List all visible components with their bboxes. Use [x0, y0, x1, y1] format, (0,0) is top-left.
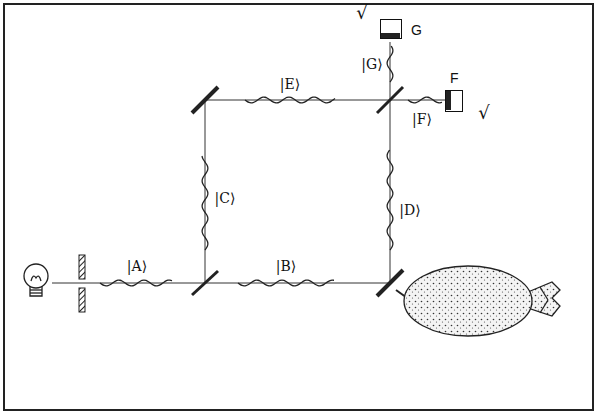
detector-window	[446, 91, 451, 110]
state-label: |F⟩	[412, 112, 432, 126]
state-label: |E⟩	[280, 77, 300, 91]
photon-wave	[100, 280, 172, 286]
state-label: |A⟩	[127, 259, 147, 273]
state-label: |B⟩	[276, 259, 296, 273]
photon-waves	[100, 46, 442, 286]
check-mark: √	[478, 104, 489, 122]
state-label: |D⟩	[399, 203, 420, 217]
check-mark: √	[356, 4, 367, 22]
mirror	[192, 87, 218, 113]
detector-box: F	[445, 90, 463, 112]
detector-window	[381, 33, 400, 38]
frame-border	[4, 4, 593, 410]
photon-wave	[245, 97, 335, 103]
photon-wave	[202, 156, 208, 250]
light-bulb	[24, 264, 48, 296]
detector-box: G	[380, 19, 402, 39]
beam-splitter	[377, 87, 403, 113]
bomb	[404, 266, 560, 336]
state-label: |G⟩	[361, 57, 382, 71]
beam-splitter	[192, 271, 218, 295]
optics	[192, 87, 410, 300]
photon-wave	[387, 46, 393, 82]
slit-screen	[79, 255, 85, 312]
detector-label: G	[411, 23, 422, 37]
state-label: |C⟩	[215, 191, 236, 205]
photon-wave	[408, 97, 442, 103]
photon-wave	[238, 280, 334, 286]
photon-wave	[387, 150, 393, 250]
detector-label: F	[450, 71, 459, 85]
beam-paths	[52, 42, 445, 283]
